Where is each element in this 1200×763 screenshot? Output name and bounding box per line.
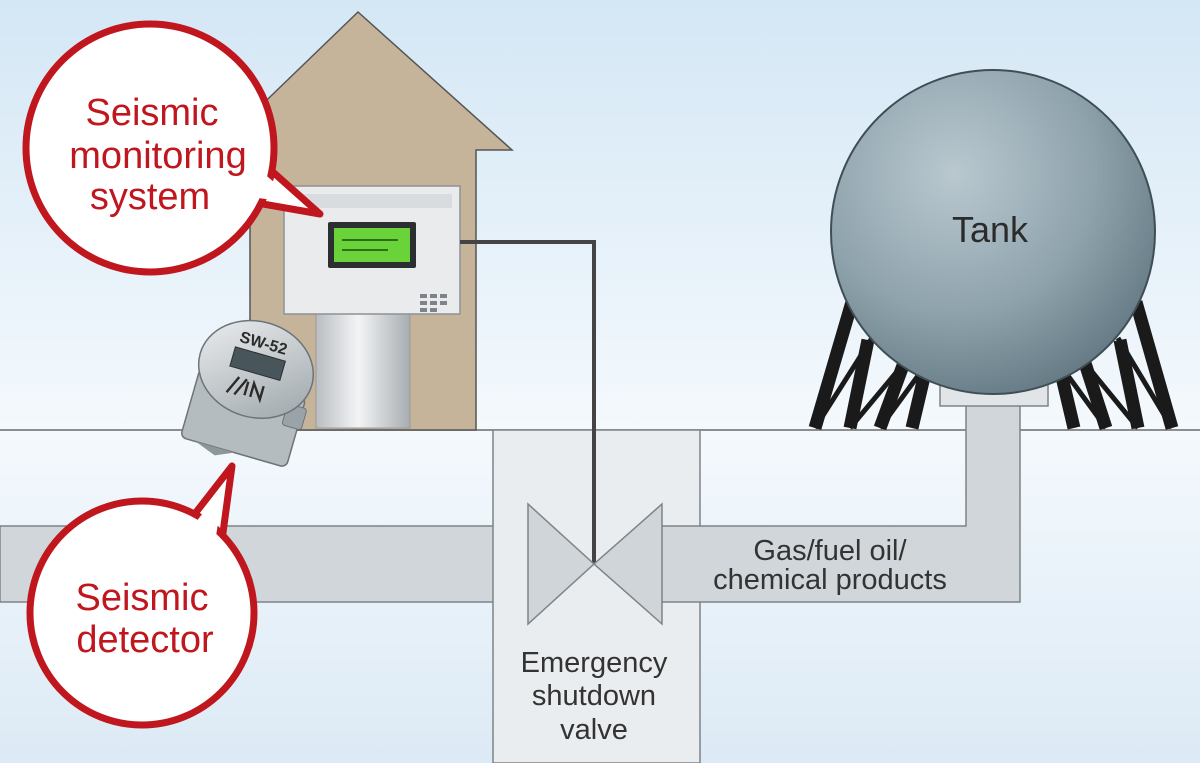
signal-cable xyxy=(460,240,596,564)
monitoring-callout-bubble xyxy=(22,20,278,276)
valve-label-line-3: valve xyxy=(560,714,628,746)
monitoring-system-callout: Seismic monitoring system xyxy=(22,20,324,276)
spherical-tank-icon xyxy=(830,69,1156,407)
detector-logo-icon xyxy=(225,376,265,404)
tank-supports xyxy=(808,300,1179,431)
valve-label-line-2: shutdown xyxy=(532,680,656,712)
pipe-contents-line-2: chemical products xyxy=(713,564,947,596)
detector-callout-line-2: detector xyxy=(76,619,214,661)
monitoring-callout-line-3: system xyxy=(90,176,210,218)
control-panel-icon xyxy=(283,185,461,429)
pipe-contents-label: Gas/fuel oil/ chemical products xyxy=(713,535,947,596)
detector-display xyxy=(229,346,287,382)
detector-mount xyxy=(195,441,235,456)
valve-label: Emergency shutdown valve xyxy=(521,647,668,746)
monitoring-callout-line-1: Seismic xyxy=(85,92,218,134)
butterfly-valve-icon xyxy=(527,502,663,626)
tank-label: Tank xyxy=(952,209,1029,250)
panel-stand xyxy=(315,311,411,429)
panel-header-strip xyxy=(292,194,452,208)
monitoring-callout-line-2: monitoring xyxy=(69,135,246,177)
tank-bracing xyxy=(812,336,1175,430)
panel-buttons xyxy=(420,294,447,312)
monitoring-callout-joint xyxy=(244,172,300,204)
panel-lcd xyxy=(334,228,410,262)
detector-callout-bubble xyxy=(26,497,258,729)
valve-label-line-1: Emergency xyxy=(521,647,668,679)
detector-callout: Seismic detector xyxy=(26,462,258,729)
detector-callout-joint xyxy=(196,486,224,536)
detector-callout-line-1: Seismic xyxy=(75,577,208,619)
seismometer-icon: SW-52 xyxy=(181,319,315,467)
pipe-contents-line-1: Gas/fuel oil/ xyxy=(753,535,907,567)
